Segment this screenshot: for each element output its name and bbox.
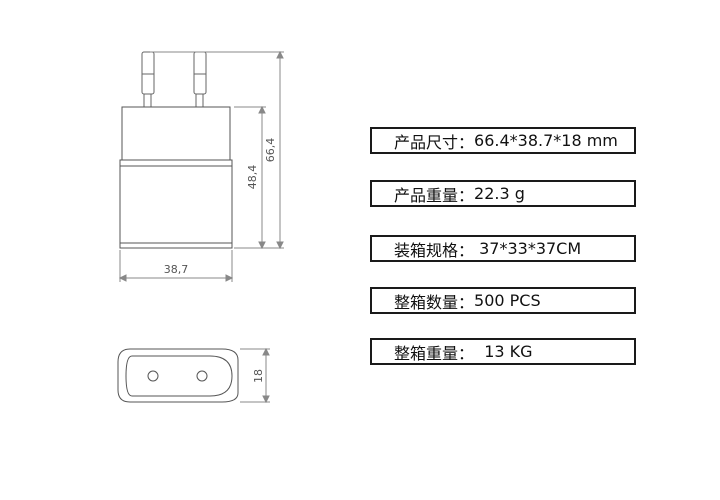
- spec-carton-size: 装箱规格： 37*33*37CM: [370, 235, 636, 262]
- body-height-dimension-line: [234, 105, 266, 250]
- socket-hole-left: [147, 370, 159, 382]
- plug-pin-right: [193, 51, 207, 108]
- spec-label: 产品尺寸：: [394, 132, 475, 152]
- body-height-label: 48,4: [246, 165, 259, 190]
- total-height-label: 66,4: [264, 138, 277, 163]
- plug-pin-left: [141, 51, 155, 108]
- charger-front-view: [119, 106, 233, 249]
- spec-label: 整箱数量：: [394, 292, 475, 312]
- spec-value: 22.3 g: [474, 184, 525, 203]
- spec-label: 整箱重量：: [394, 343, 475, 363]
- total-height-dimension-line: [150, 50, 284, 250]
- spec-label: 产品重量：: [394, 185, 475, 205]
- depth-label: 18: [252, 369, 265, 383]
- spec-value: 500 PCS: [474, 291, 541, 310]
- spec-label: 装箱规格：: [394, 240, 475, 260]
- charger-top-view: [117, 348, 239, 403]
- spec-value: 13 KG: [474, 342, 533, 361]
- spec-product-weight: 产品重量：22.3 g: [370, 180, 636, 207]
- spec-carton-quantity: 整箱数量：500 PCS: [370, 287, 636, 314]
- width-dimension-line: [118, 250, 234, 282]
- depth-dimension-line: [240, 347, 270, 404]
- socket-hole-right: [196, 370, 208, 382]
- spec-product-size: 产品尺寸：66.4*38.7*18 mm: [370, 127, 636, 154]
- spec-carton-weight: 整箱重量： 13 KG: [370, 338, 636, 365]
- width-label: 38,7: [164, 263, 189, 276]
- spec-value: 37*33*37CM: [474, 239, 582, 258]
- spec-value: 66.4*38.7*18 mm: [474, 131, 618, 150]
